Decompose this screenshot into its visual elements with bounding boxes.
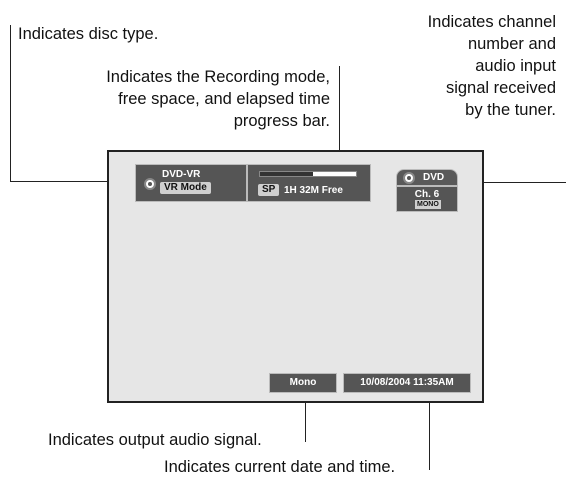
output-audio-box: Mono	[269, 373, 337, 393]
vr-mode-badge: VR Mode	[160, 182, 211, 194]
source-panel: DVD	[396, 169, 458, 186]
disc-icon	[144, 178, 156, 190]
output-audio-annotation: Indicates output audio signal.	[48, 431, 262, 449]
recording-mode-annotation-line-3: progress bar.	[233, 112, 330, 130]
channel-panel: Ch. 6 MONO	[396, 186, 458, 212]
channel-number: Ch. 6	[414, 189, 440, 200]
channel-annotation-line-5: by the tuner.	[465, 101, 556, 119]
progress-bar-track	[259, 171, 357, 177]
recording-mode-annotation-line-1: Indicates the Recording mode,	[106, 68, 330, 86]
source-label: DVD	[423, 172, 445, 183]
recording-mode-annotation-line-2: free space, and elapsed time	[118, 90, 330, 108]
disc-type-leader-horizontal	[10, 181, 141, 182]
date-time-annotation: Indicates current date and time.	[164, 458, 396, 476]
disc-info-panel: DVD-VR VR Mode	[135, 164, 247, 202]
channel-annotation-line-3: audio input	[475, 57, 556, 75]
channel-leader	[459, 182, 566, 183]
recording-panel: SP 1H 32M Free	[247, 164, 371, 202]
disc-type-label: DVD-VR	[162, 169, 201, 180]
date-time-leader	[429, 388, 430, 470]
channel-annotation-line-4: signal received	[445, 79, 556, 97]
free-space-label: 1H 32M Free	[284, 185, 343, 196]
recording-mode-leader	[339, 66, 340, 177]
recording-mode-annotation: Indicates the Recording mode, free space…	[30, 66, 330, 132]
channel-annotation-line-2: number and	[467, 35, 556, 53]
date-time-box: 10/08/2004 11:35AM	[343, 373, 471, 393]
disc-type-leader-vertical	[10, 25, 11, 181]
dvd-source-icon	[403, 172, 415, 184]
record-mode-badge: SP	[258, 184, 280, 196]
progress-bar-fill	[260, 172, 313, 176]
tv-screen: DVD-VR VR Mode SP 1H 32M Free DVD Ch. 6 …	[107, 150, 484, 403]
output-audio-leader	[305, 388, 306, 442]
channel-annotation-line-1: Indicates channel	[427, 13, 556, 31]
tuner-audio-badge: MONO	[415, 200, 441, 209]
channel-annotation: Indicates channel number and audio input…	[380, 11, 556, 121]
disc-type-annotation: Indicates disc type.	[18, 25, 159, 43]
